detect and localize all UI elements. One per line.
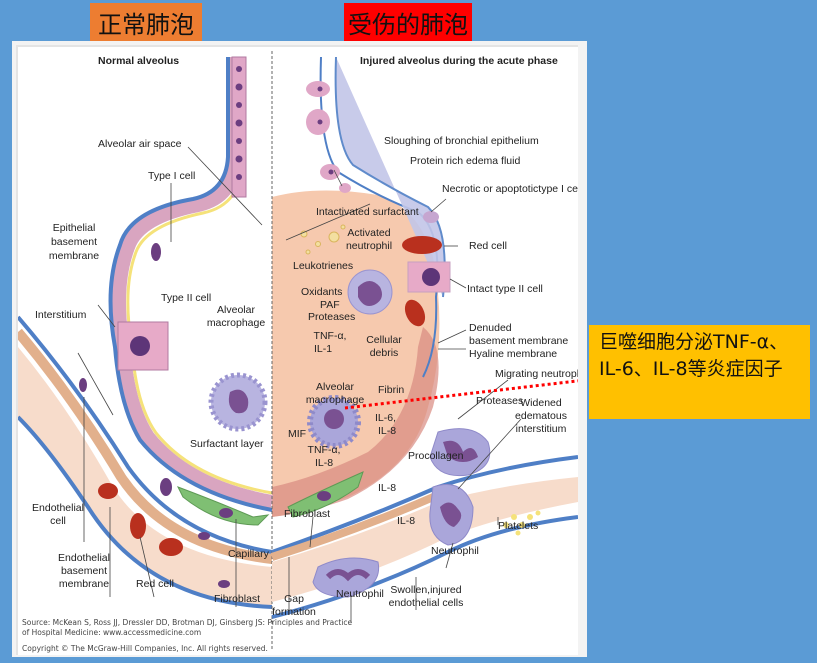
label-proteases-2: Proteases bbox=[476, 395, 523, 407]
label-tnf-il1: TNF-α, bbox=[314, 330, 347, 342]
red-cell bbox=[98, 483, 118, 499]
label-denuded-bm-2: basement membrane bbox=[469, 335, 568, 347]
label-fibrin: Fibrin bbox=[378, 384, 404, 396]
label-inactivated-surfactant: Intactivated surfactant bbox=[316, 206, 419, 218]
label-alveolar-air-space: Alveolar air space bbox=[98, 138, 182, 150]
alveolus-figure: Normal alveolus Injured alveolus during … bbox=[12, 41, 587, 657]
label-activated-neutrophil-2: neutrophil bbox=[346, 240, 392, 252]
label-cellular-debris: Cellular bbox=[366, 334, 402, 346]
injured-macrophage bbox=[307, 395, 361, 449]
label-swollen: Swollen,injured bbox=[390, 584, 461, 596]
label-swollen-2: endothelial cells bbox=[389, 597, 464, 609]
label-widened: Widened bbox=[520, 397, 562, 409]
capillary-upper-wall bbox=[18, 315, 273, 554]
injured-alveolus-title: Injured alveolus during the acute phase bbox=[360, 55, 558, 67]
label-surfactant-layer: Surfactant layer bbox=[190, 438, 264, 450]
label-tnf-il8: TNF-α, bbox=[308, 444, 341, 456]
label-cellular-debris-2: debris bbox=[370, 347, 399, 359]
injured-capillary-lower bbox=[271, 515, 578, 619]
capillary-lower-wall bbox=[18, 415, 273, 609]
label-epithelial-bm: Epithelial bbox=[53, 222, 96, 234]
label-proteases: Proteases bbox=[308, 311, 355, 323]
label-hyaline: Hyaline membrane bbox=[469, 348, 557, 360]
surfactant-layer bbox=[126, 156, 273, 495]
normal-fibroblast bbox=[176, 486, 270, 526]
label-type-ii-cell: Type II cell bbox=[161, 292, 211, 304]
label-endothelial-bm-2: basement bbox=[61, 565, 107, 577]
label-il6-il8-2: IL-8 bbox=[378, 425, 396, 437]
label-protein-fluid: Protein rich edema fluid bbox=[410, 155, 520, 167]
label-type-i-cell: Type I cell bbox=[148, 170, 195, 182]
red-cell bbox=[159, 538, 183, 556]
label-activated-neutrophil: Activated bbox=[347, 227, 390, 239]
label-oxidants: Oxidants bbox=[301, 286, 342, 298]
label-tnf-il1-2: IL-1 bbox=[314, 343, 332, 355]
copyright: Copyright © The McGraw-Hill Companies, I… bbox=[22, 644, 268, 653]
label-leukotrienes: Leukotrienes bbox=[293, 260, 353, 272]
red-cell bbox=[404, 299, 426, 327]
red-cell bbox=[130, 513, 146, 539]
platelets bbox=[503, 510, 541, 536]
label-red-cell: Red cell bbox=[136, 578, 174, 590]
normal-macrophage bbox=[208, 372, 268, 432]
label-il6-il8: IL-6, bbox=[375, 412, 396, 424]
sloughed-cells bbox=[306, 81, 351, 193]
label-capillary: Capillary bbox=[228, 548, 270, 560]
label-denuded-bm: Denuded bbox=[469, 322, 512, 334]
necrotic-cell bbox=[423, 211, 439, 223]
label-necrotic: Necrotic or apoptotictype I cell bbox=[442, 183, 578, 195]
label-fibroblast-injured: Fibroblast bbox=[284, 508, 330, 520]
macrophage-cytokine-callout: 巨噬细胞分泌TNF-α、IL-6、IL-8等炎症因子 bbox=[589, 325, 810, 419]
label-fibroblast: Fibroblast bbox=[214, 593, 260, 605]
capillary-neutrophil bbox=[312, 557, 380, 598]
type-i-cell-nucleus bbox=[151, 243, 161, 261]
label-sloughing: Sloughing of bronchial epithelium bbox=[384, 135, 539, 147]
migrating-neutrophil bbox=[429, 428, 491, 477]
label-il8-b: IL-8 bbox=[397, 515, 415, 527]
red-cell bbox=[402, 236, 442, 254]
label-neutrophil-a: Neutrophil bbox=[431, 545, 479, 557]
label-interstitium: Interstitium bbox=[35, 309, 87, 321]
alveolar-wall bbox=[112, 57, 274, 509]
alveolus-diagram: Normal alveolus Injured alveolus during … bbox=[18, 51, 578, 651]
epithelial-basement-membrane bbox=[108, 57, 273, 512]
label-endothelial-bm: Endothelial bbox=[58, 552, 110, 564]
label-platelets: Platelets bbox=[498, 520, 538, 532]
capillary-endothelium bbox=[18, 328, 273, 564]
label-endothelial-bm-3: membrane bbox=[59, 578, 109, 590]
bronchial-epithelium bbox=[231, 56, 247, 198]
label-injured-macrophage: Alveolar bbox=[316, 381, 354, 393]
extravasating-neutrophil bbox=[429, 484, 474, 546]
label-gap-formation-2: formation bbox=[272, 606, 316, 618]
label-injured-macrophage-2: macrophage bbox=[306, 394, 365, 406]
label-widened-2: edematous bbox=[515, 410, 567, 422]
label-endothelial-cell-2: cell bbox=[50, 515, 66, 527]
label-epithelial-bm-2: basement bbox=[51, 236, 97, 248]
label-endothelial-cell: Endothelial bbox=[32, 502, 84, 514]
label-gap-formation: Gap bbox=[284, 593, 304, 605]
label-tnf-il8-2: IL-8 bbox=[315, 457, 333, 469]
label-intact-type-ii: Intact type II cell bbox=[467, 283, 543, 295]
label-il8-a: IL-8 bbox=[378, 482, 396, 494]
source-citation: Source: McKean S, Ross JJ, Dressler DD, … bbox=[22, 618, 353, 627]
leader-lines bbox=[77, 146, 522, 622]
label-alveolar-macrophage-2: macrophage bbox=[207, 317, 266, 329]
source-citation-2: of Hospital Medicine: www.accessmedicine… bbox=[22, 628, 202, 637]
label-mif: MIF bbox=[288, 428, 306, 440]
label-procollagen: Procollagen bbox=[408, 450, 464, 462]
label-alveolar-macrophage: Alveolar bbox=[217, 304, 255, 316]
figure-panel: Normal alveolus Injured alveolus during … bbox=[16, 45, 578, 655]
label-neutrophil-b: Neutrophil bbox=[336, 588, 384, 600]
label-paf: PAF bbox=[320, 299, 340, 311]
label-migrating-neutrophil: Migrating neutrophil bbox=[495, 368, 578, 380]
label-red-cell-injured: Red cell bbox=[469, 240, 507, 252]
inactivated-surfactant bbox=[300, 224, 346, 255]
label-widened-3: interstitium bbox=[516, 423, 567, 435]
normal-alveolus-tag: 正常肺泡 bbox=[90, 3, 202, 41]
injured-alveolus-tag: 受伤的肺泡 bbox=[344, 3, 472, 41]
activated-neutrophil bbox=[347, 269, 393, 315]
label-epithelial-bm-3: membrane bbox=[49, 250, 99, 262]
normal-alveolus-title: Normal alveolus bbox=[98, 55, 179, 67]
